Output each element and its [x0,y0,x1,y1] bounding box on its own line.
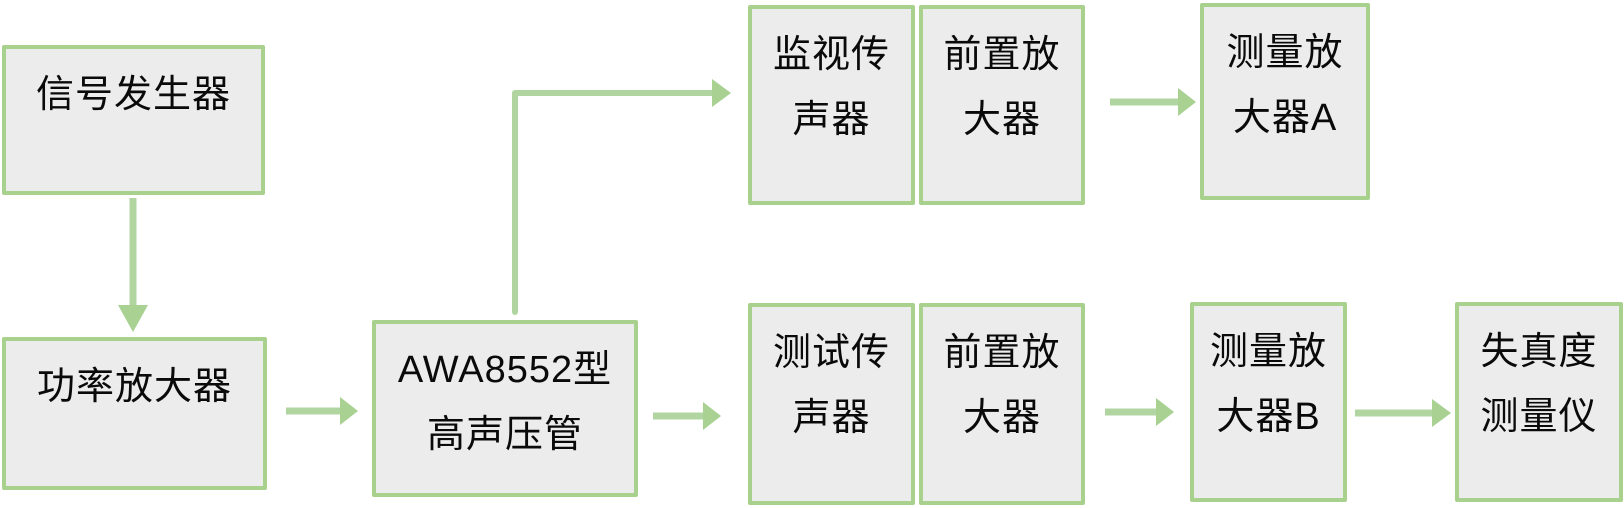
arrow-measuring-amplifier-b-to-distortion-meter [1355,399,1451,427]
node-label: 前置放 [943,34,1061,76]
node-power-amplifier: 功率放大器 [2,337,267,490]
arrow-awa8552-to-test-microphone [653,402,721,430]
node-label: 前置放 [943,332,1061,374]
node-label: 测量放 [1226,32,1344,74]
node-label: 失真度 [1480,331,1598,373]
arrow-awa8552-to-monitor-microphone [512,79,731,315]
node-measuring-amplifier-a: 测量放 大器A [1200,3,1370,200]
node-label: 高声压管 [426,414,583,456]
node-label: 测量放 [1209,331,1327,373]
node-measuring-amplifier-b: 测量放 大器B [1190,302,1347,502]
node-preamplifier-bottom: 前置放 大器 [919,303,1085,505]
node-label: 大器A [1232,97,1338,139]
arrow-power-amplifier-to-awa8552 [286,397,358,425]
node-label: 信号发生器 [35,74,231,116]
node-label: AWA8552型 [397,349,613,391]
node-monitor-microphone: 监视传 声器 [748,5,915,205]
node-label: 声器 [792,99,871,141]
node-awa8552-tube: AWA8552型 高声压管 [372,320,638,497]
node-label: 大器 [962,397,1041,439]
arrow-preamplifier-top-to-measuring-amplifier-a [1110,88,1196,116]
node-signal-generator: 信号发生器 [2,45,265,195]
node-label: 大器 [962,99,1041,141]
node-label: 监视传 [772,34,890,76]
node-label: 大器B [1216,396,1321,438]
node-distortion-meter: 失真度 测量仪 [1455,302,1623,502]
arrow-signal-generator-to-power-amplifier [118,198,148,332]
node-test-microphone: 测试传 声器 [748,303,915,505]
node-label: 声器 [792,397,871,439]
node-label: 功率放大器 [36,366,232,408]
node-label: 测试传 [772,332,890,374]
arrow-preamplifier-bottom-to-measuring-amplifier-b [1105,398,1174,426]
node-preamplifier-top: 前置放 大器 [919,5,1085,205]
node-label: 测量仪 [1480,396,1598,438]
